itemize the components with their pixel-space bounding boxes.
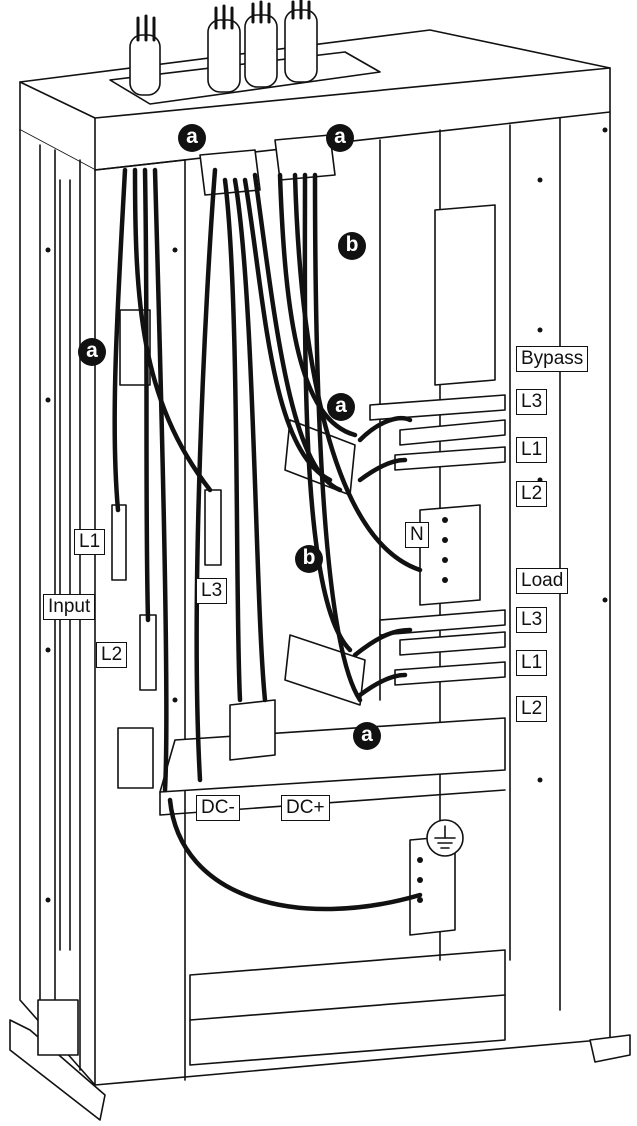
input-label: Input [43, 594, 96, 620]
bypass-l1-label: L1 [516, 437, 548, 463]
input-l1-label: L1 [74, 529, 106, 555]
input-l3-terminal [204, 489, 222, 566]
right-foot [589, 1034, 631, 1063]
load-l1-label: L1 [516, 650, 548, 676]
bypass-l3-label: L3 [516, 389, 548, 415]
input-l2-label: L2 [96, 642, 128, 668]
left-foot [9, 1019, 106, 1121]
cabinet-right-side [599, 111, 611, 1061]
cabinet-bottom [94, 1039, 601, 1086]
neutral-busbar [419, 504, 481, 606]
callout-a-load: a [353, 722, 381, 750]
bypass-label: Bypass [516, 346, 589, 372]
dc-terminal-block [229, 699, 276, 761]
dc-minus-label: DC- [196, 795, 240, 821]
callout-a-left: a [78, 338, 106, 366]
callout-a-top-left: a [178, 124, 206, 152]
load-l2-label: L2 [516, 696, 548, 722]
callout-b-top: b [338, 232, 366, 260]
input-l2-terminal [139, 614, 157, 691]
neutral-label: N [405, 522, 429, 548]
input-l3-label: L3 [196, 578, 228, 604]
load-label: Load [516, 568, 569, 594]
power-cables [112, 167, 423, 912]
bypass-l2-label: L2 [516, 481, 548, 507]
callout-b-middle: b [295, 545, 323, 573]
callout-a-bypass: a [327, 393, 355, 421]
dc-shelf [159, 717, 506, 793]
dc-plus-label: DC+ [281, 795, 330, 821]
input-l1-terminal [111, 504, 127, 581]
bypass-busbar-plate [434, 204, 496, 386]
entry-cables [129, 9, 318, 96]
callout-a-top-right: a [326, 124, 354, 152]
load-l3-label: L3 [516, 607, 548, 633]
